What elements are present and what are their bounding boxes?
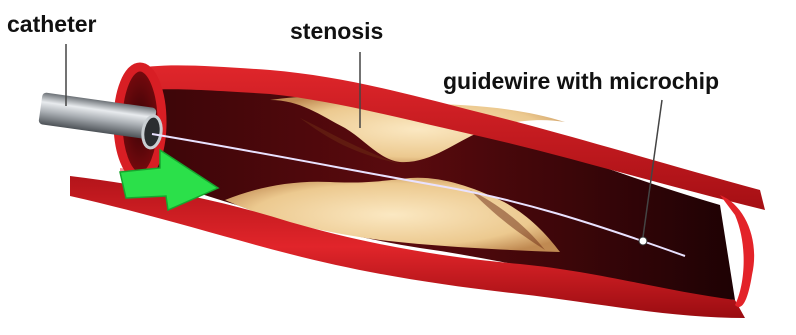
label-catheter: catheter <box>7 13 96 36</box>
label-stenosis: stenosis <box>290 20 383 43</box>
label-guidewire-with-microchip: guidewire with microchip <box>443 70 719 93</box>
microchip-dot <box>639 237 647 245</box>
